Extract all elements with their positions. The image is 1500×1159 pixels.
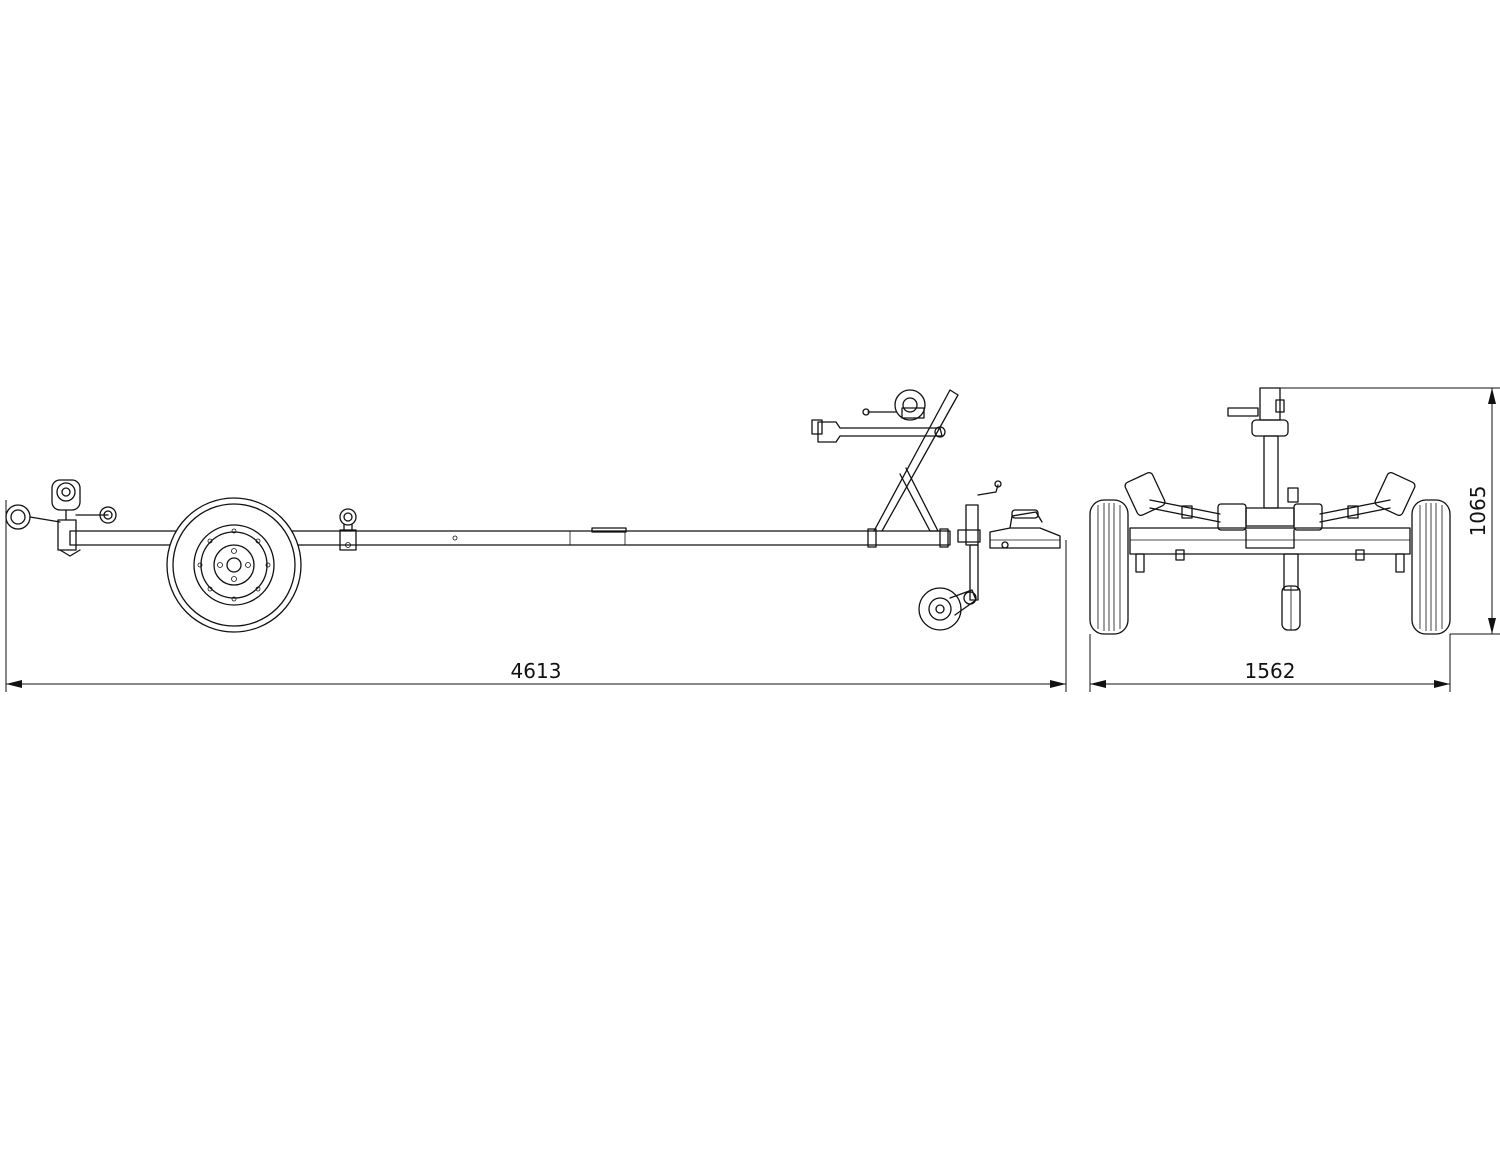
side-view (5, 389, 1061, 633)
winch-stand (811, 389, 959, 532)
main-beam (69, 527, 951, 551)
main-wheel (166, 497, 302, 633)
coupling-head (989, 509, 1061, 549)
height-value: 1065 (1466, 486, 1490, 537)
dimension-height: 1065 (1280, 387, 1500, 635)
jockey-wheel-front (1281, 553, 1301, 631)
winch-post (1227, 387, 1299, 509)
right-tyre (1411, 499, 1451, 635)
dimension-length: 4613 (5, 500, 1067, 692)
jockey-wheel-assembly (918, 480, 1002, 631)
keel-rollers (1124, 472, 1416, 549)
length-value: 4613 (511, 659, 562, 683)
left-tyre (1089, 499, 1129, 635)
dimension-width: 1562 (1089, 634, 1451, 692)
axle-beam (1129, 527, 1411, 573)
width-value: 1562 (1245, 659, 1296, 683)
rear-view (1089, 387, 1451, 635)
mid-roller (339, 508, 357, 532)
